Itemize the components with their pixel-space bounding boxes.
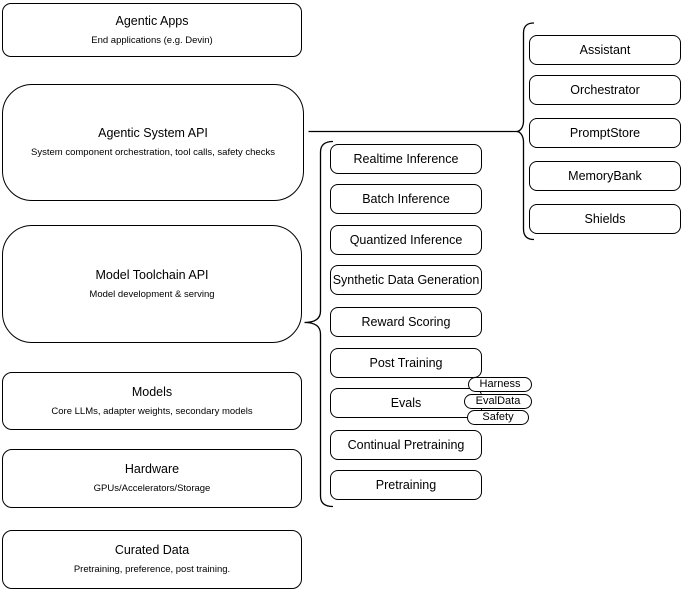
node-reward-scoring: Reward Scoring: [330, 307, 482, 337]
node-subtitle: Model development & serving: [89, 288, 215, 300]
node-title: Models: [131, 384, 173, 399]
node-memorybank: MemoryBank: [529, 161, 681, 191]
node-assistant: Assistant: [529, 35, 681, 65]
node-title: Agentic Apps: [115, 13, 189, 28]
node-promptstore: PromptStore: [529, 118, 681, 148]
system-components-brace: [516, 22, 535, 241]
node-hardware: Hardware GPUs/Accelerators/Storage: [2, 449, 302, 508]
node-orchestrator: Orchestrator: [529, 75, 681, 105]
node-title: Model Toolchain API: [95, 267, 209, 282]
toolchain-brace: [304, 140, 334, 508]
node-synthetic-data-generation: Synthetic Data Generation: [330, 265, 482, 295]
node-pretraining: Pretraining: [330, 470, 482, 500]
node-subtitle: End applications (e.g. Devin): [91, 34, 213, 46]
node-agentic-system-api: Agentic System API System component orch…: [2, 84, 304, 201]
node-title: Hardware: [124, 462, 180, 477]
node-subtitle: Pretraining, preference, post training.: [73, 564, 231, 576]
node-realtime-inference: Realtime Inference: [330, 144, 482, 174]
node-title: Curated Data: [114, 543, 190, 558]
node-quantized-inference: Quantized Inference: [330, 225, 482, 255]
node-model-toolchain-api: Model Toolchain API Model development & …: [2, 225, 302, 343]
node-curated-data: Curated Data Pretraining, preference, po…: [2, 530, 302, 589]
node-subtitle: System component orchestration, tool cal…: [31, 147, 275, 159]
node-models: Models Core LLMs, adapter weights, secon…: [2, 372, 302, 430]
node-subtitle: GPUs/Accelerators/Storage: [93, 483, 211, 495]
node-batch-inference: Batch Inference: [330, 184, 482, 214]
node-agentic-apps: Agentic Apps End applications (e.g. Devi…: [2, 3, 302, 57]
node-title: Agentic System API: [98, 126, 208, 141]
node-evals: Evals: [330, 388, 482, 418]
node-shields: Shields: [529, 204, 681, 234]
tag-safety: Safety: [467, 410, 529, 425]
tag-evaldata: EvalData: [464, 394, 532, 409]
node-post-training: Post Training: [330, 348, 482, 378]
node-subtitle: Core LLMs, adapter weights, secondary mo…: [51, 405, 253, 417]
node-continual-pretraining: Continual Pretraining: [330, 430, 482, 460]
tag-harness: Harness: [468, 377, 532, 392]
